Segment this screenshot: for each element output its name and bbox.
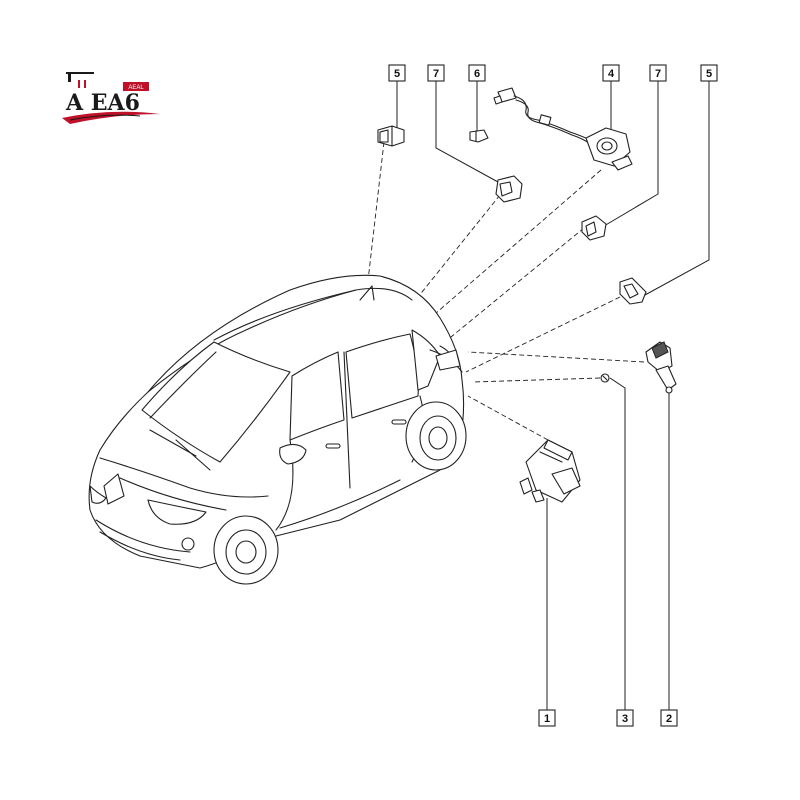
part-sensor-7a [495, 175, 523, 203]
car-body [88, 274, 467, 585]
callout-label: 5 [394, 68, 400, 80]
part-sensor-2 [645, 341, 677, 394]
callout-label: 6 [474, 68, 480, 80]
part-sensor-5b [619, 277, 647, 305]
brand-logo: AEAL A EA6 [62, 72, 160, 124]
callout-top-5: 7 [649, 64, 667, 82]
callout-bottom-3: 2 [660, 709, 678, 727]
callout-top-6: 5 [700, 64, 718, 82]
callout-label: 7 [433, 68, 439, 80]
logo-swoosh [62, 111, 160, 124]
part-screw-3 [600, 373, 610, 383]
part-control-unit-1 [519, 439, 581, 503]
assembly-lines [365, 141, 645, 441]
part-sensor-5a [377, 125, 405, 147]
callout-label: 2 [666, 713, 672, 725]
part-sensor-7b [581, 215, 607, 241]
callout-top-4: 4 [602, 64, 620, 82]
leader-lines [396, 81, 710, 710]
callout-label: 1 [544, 713, 550, 725]
callout-label: 4 [608, 68, 615, 80]
callout-top-3: 6 [468, 64, 486, 82]
callout-label: 3 [622, 713, 628, 725]
logo-small-text: AEAL [128, 85, 144, 91]
callout-top-1: 5 [388, 64, 406, 82]
callout-label: 7 [655, 68, 661, 80]
logo-badge [123, 82, 149, 91]
part-clip-6 [469, 129, 489, 143]
logo-main-text: A EA6 [65, 90, 140, 116]
callout-label: 5 [706, 68, 712, 80]
part-camera-4 [493, 87, 633, 171]
callout-top-2: 7 [427, 64, 445, 82]
callout-bottom-1: 1 [538, 709, 556, 727]
callout-bottom-2: 3 [616, 709, 634, 727]
